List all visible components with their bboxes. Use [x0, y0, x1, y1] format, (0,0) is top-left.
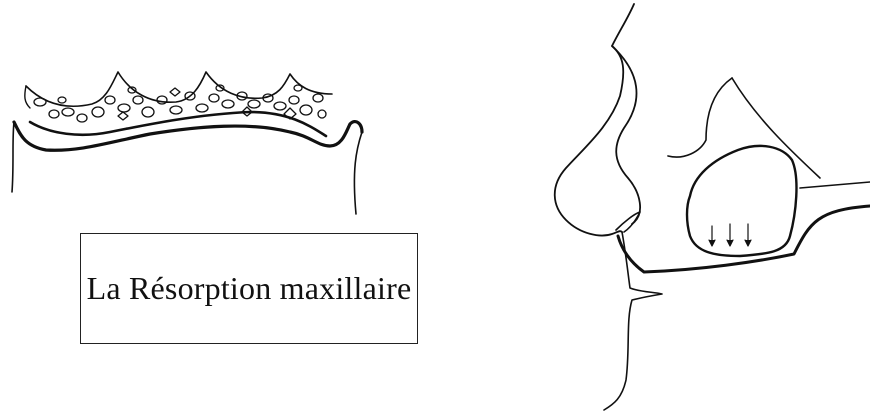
cheek-arc [668, 78, 732, 157]
zygoma-line [732, 78, 820, 178]
lip-chin-profile [604, 232, 662, 410]
maxilla-contour [618, 206, 870, 272]
maxillary-sinus [687, 146, 796, 256]
nostril [616, 212, 640, 232]
zygoma-lower [800, 182, 870, 188]
caption-text: La Résorption maxillaire [87, 270, 412, 307]
resorption-arrows [709, 224, 751, 246]
caption-box: La Résorption maxillaire [80, 233, 418, 344]
nose-profile [555, 4, 634, 235]
orbit-outline [612, 46, 640, 224]
